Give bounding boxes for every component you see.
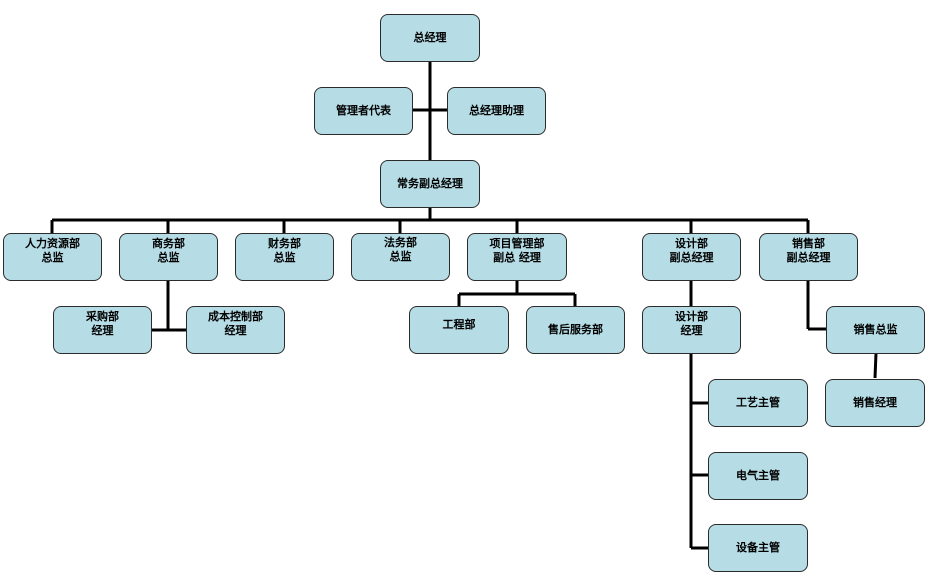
legal-director-box: 法务部 总监 (351, 233, 450, 281)
design-vp-label: 设计部 副总经理 (669, 237, 714, 264)
after-sales-dept-box: 售后服务部 (526, 306, 625, 354)
design-vp-box: 设计部 副总经理 (642, 233, 741, 281)
finance-director-label: 财务部 总监 (268, 237, 301, 264)
engineering-dept-box: 工程部 (409, 306, 509, 354)
hr-director-box: 人力资源部 总监 (3, 233, 102, 281)
sales-manager-box: 销售经理 (825, 379, 925, 427)
cost-control-manager-box: 成本控制部 经理 (186, 306, 285, 354)
executive-vp-box: 常务副总经理 (380, 160, 480, 208)
executive-vp-label: 常务副总经理 (397, 177, 463, 190)
cost-control-manager-label: 成本控制部 经理 (208, 310, 263, 337)
process-supervisor-box: 工艺主管 (708, 379, 808, 427)
sales-director-label: 销售总监 (853, 323, 898, 336)
sales-manager-label: 销售经理 (853, 396, 897, 409)
project-mgmt-vp-box: 项目管理部 副总 经理 (467, 233, 567, 281)
management-representative-box: 管理者代表 (314, 87, 413, 135)
sales-director-box: 销售总监 (826, 306, 925, 354)
business-director-box: 商务部 总监 (119, 233, 218, 281)
general-manager-label: 总经理 (413, 31, 447, 44)
sales-vp-label: 销售部 副总经理 (786, 237, 831, 264)
gm-assistant-label: 总经理助理 (469, 104, 524, 117)
hr-director-label: 人力资源部 总监 (25, 237, 80, 264)
design-manager-box: 设计部 经理 (642, 306, 741, 354)
project-mgmt-vp-label: 项目管理部 副总 经理 (489, 237, 545, 264)
general-manager-box: 总经理 (380, 14, 480, 62)
electrical-supervisor-label: 电气主管 (736, 469, 780, 482)
business-director-label: 商务部 总监 (152, 237, 185, 264)
legal-director-label: 法务部 总监 (384, 236, 417, 263)
electrical-supervisor-box: 电气主管 (708, 452, 808, 500)
engineering-dept-label: 工程部 (442, 318, 476, 331)
equipment-supervisor-box: 设备主管 (708, 524, 808, 572)
equipment-supervisor-label: 设备主管 (736, 541, 780, 554)
purchasing-manager-label: 采购部 经理 (86, 310, 119, 337)
sales-vp-box: 销售部 副总经理 (759, 233, 858, 281)
finance-director-box: 财务部 总监 (235, 233, 334, 281)
after-sales-dept-label: 售后服务部 (548, 323, 603, 336)
management-representative-label: 管理者代表 (336, 104, 391, 117)
purchasing-manager-box: 采购部 经理 (53, 306, 152, 354)
gm-assistant-box: 总经理助理 (447, 87, 546, 135)
design-manager-label: 设计部 经理 (675, 310, 708, 337)
process-supervisor-label: 工艺主管 (736, 396, 780, 409)
